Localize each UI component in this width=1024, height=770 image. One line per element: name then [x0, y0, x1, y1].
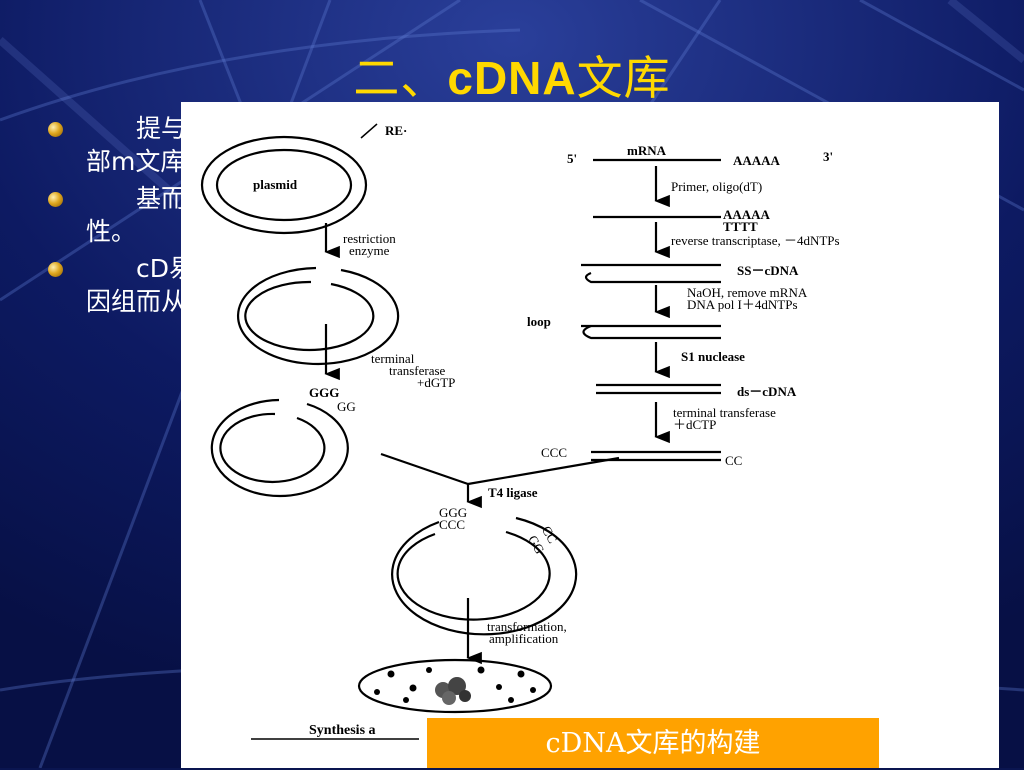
ggg-label: GGG	[309, 385, 340, 400]
ccc-label: CCC	[541, 445, 568, 460]
ggg-recombinant-label: GGG	[439, 505, 468, 520]
dgtp-label: +dGTP	[417, 375, 456, 390]
enzyme-label: enzyme	[349, 243, 390, 258]
loop-label: loop	[527, 314, 551, 329]
figure-caption: cDNA文库的构建	[427, 718, 879, 768]
synthesis-label: Synthesis a	[309, 723, 376, 738]
slide-title: 二、cDNA文库	[0, 42, 1024, 108]
plasmid-inner-ring	[215, 148, 353, 222]
reverse-transcriptase-label: reverse transcriptase, －4dNTPs	[671, 233, 840, 248]
plasmid-outer-ring	[200, 135, 368, 235]
terminal-transferase-label: terminal transferase	[673, 405, 776, 420]
ss-cdna-label: SS－cDNA	[737, 263, 799, 278]
t4-ligase-label: T4 ligase	[488, 485, 538, 500]
five-prime-label: 5'	[567, 151, 578, 166]
colony-plate	[357, 658, 553, 714]
three-prime-label: 3'	[823, 149, 834, 164]
transferase-label: transferase	[389, 363, 446, 378]
re-label: RE·	[385, 123, 408, 138]
s1-nuclease-label: S1 nuclease	[681, 349, 745, 364]
terminal-label: terminal	[371, 351, 415, 366]
amplification-label: amplification	[489, 631, 559, 646]
cc-label: CC	[725, 453, 743, 468]
polya-label: AAAAA	[733, 153, 780, 168]
ds-cdna-label: ds－cDNA	[737, 384, 797, 399]
diagram-drawing	[200, 123, 721, 740]
bullet-icon	[48, 262, 63, 277]
polya-primer-label: AAAAA	[723, 207, 770, 222]
plasmid-label: plasmid	[253, 177, 298, 192]
oligo-dt-label: TTTT	[723, 219, 758, 234]
ccc-recombinant-label: CCC	[439, 517, 466, 532]
gg-label: GG	[337, 399, 356, 414]
dctp-label: ＋dCTP	[673, 417, 717, 432]
primer-label: Primer, oligo(dT)	[671, 179, 763, 194]
mrna-label: mRNA	[627, 143, 666, 158]
bullet-icon	[48, 192, 63, 207]
tailed-vector	[210, 398, 349, 498]
naoh-label: NaOH, remove mRNA	[687, 285, 808, 300]
cdna-library-diagram: RE· plasmid restriction enzyme terminal …	[181, 102, 999, 768]
title-prefix: 二、	[353, 51, 448, 105]
dna-pol-label: DNA pol I＋4dNTPs	[687, 297, 798, 312]
bullet-icon	[48, 122, 63, 137]
restriction-label: restriction	[343, 231, 396, 246]
transformation-label: transformation,	[487, 619, 567, 634]
recombinant-plasmid	[391, 516, 578, 636]
title-suffix: 文库	[576, 51, 671, 105]
linear-vector-outer	[236, 266, 400, 366]
title-bold: cDNA	[447, 52, 577, 104]
